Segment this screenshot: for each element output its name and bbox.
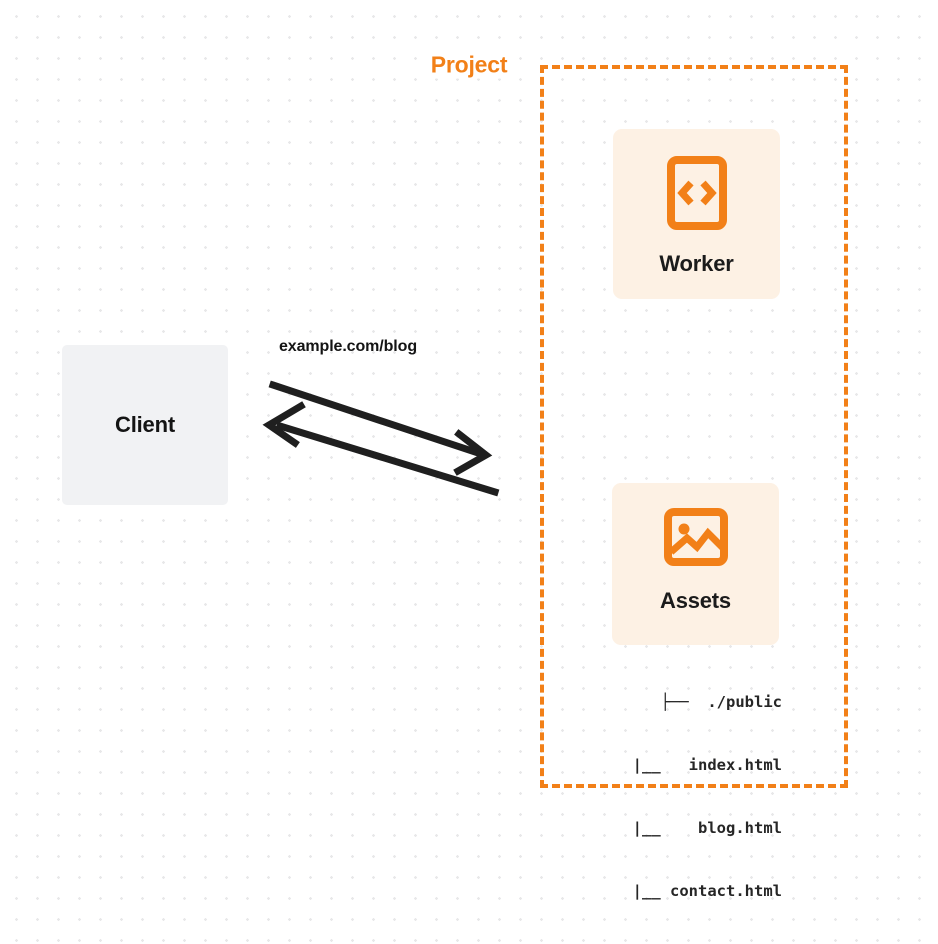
- file-tree-line: |__ blog.html: [604, 819, 782, 837]
- worker-node[interactable]: Worker: [613, 129, 780, 299]
- assets-node-label: Assets: [660, 588, 731, 613]
- client-node-label: Client: [115, 412, 175, 437]
- response-arrow: [262, 401, 500, 497]
- file-tree-line: |__ contact.html: [604, 882, 782, 900]
- assets-node[interactable]: Assets: [612, 483, 779, 645]
- worker-node-label: Worker: [659, 251, 734, 276]
- project-boundary: [540, 65, 848, 788]
- project-title: Project: [423, 51, 515, 79]
- code-brackets-icon: [666, 156, 728, 235]
- client-node[interactable]: Client: [62, 345, 228, 505]
- connection-arrows: [262, 380, 500, 497]
- diagram-canvas: Client example.com/blog Project Worker: [62, 51, 848, 900]
- file-tree-line: ├── ./public: [660, 693, 782, 711]
- assets-file-tree: ├── ./public |__ index.html |__ blog.htm…: [560, 650, 782, 944]
- image-icon: [663, 507, 729, 572]
- request-arrow: [268, 380, 493, 476]
- connection-label: example.com/blog: [279, 338, 417, 355]
- file-tree-line: |__ index.html: [604, 756, 782, 774]
